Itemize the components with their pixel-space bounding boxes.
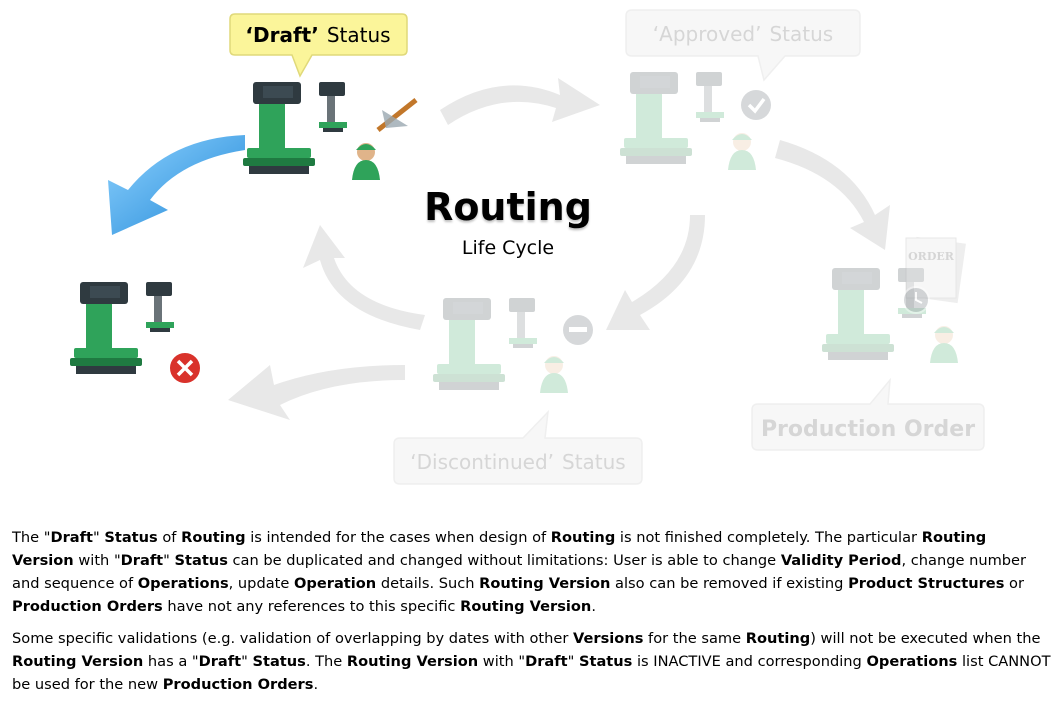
discontinued-status-rest: Status (562, 450, 626, 474)
arrow-draft-to-deleted (108, 135, 245, 235)
production-order-callout: Production Order (751, 377, 985, 451)
arrow-discontinued-to-deleted (228, 365, 405, 420)
description-text: The "Draft" Status of Routing is intende… (12, 526, 1052, 705)
draft-machines-icon (243, 82, 347, 174)
paragraph-validations: Some specific validations (e.g. validati… (12, 630, 1051, 693)
svg-text:ORDER: ORDER (908, 250, 955, 263)
checkmark-badge-icon (741, 90, 771, 120)
paragraph-draft-status: The "Draft" Status of Routing is intende… (12, 529, 1027, 615)
arrow-approved-to-production (775, 140, 890, 250)
approved-status-callout: ‘Approved’ Status (625, 9, 861, 82)
worker-icon (930, 326, 958, 363)
draft-status-quoted: ‘Draft’ (245, 23, 318, 47)
diagram-title: Routing (424, 185, 592, 229)
svg-text:‘Discontinued’Status: ‘Discontinued’ Status (410, 450, 625, 474)
discontinued-machines-icon (433, 298, 537, 390)
discontinued-status-quoted: ‘Discontinued’ (410, 450, 554, 474)
approved-status-quoted: ‘Approved’ (653, 22, 762, 46)
arrow-draft-to-approved (440, 78, 600, 125)
arrow-approved-to-discontinued (606, 215, 705, 330)
worker-icon (540, 356, 568, 393)
svg-text:‘Approved’Status: ‘Approved’ Status (653, 22, 833, 46)
svg-text:‘Draft’Status: ‘Draft’ Status (245, 23, 390, 47)
discontinued-status-callout: ‘Discontinued’ Status (393, 409, 643, 485)
deleted-machines-icon (70, 282, 174, 374)
worker-icon (728, 133, 756, 170)
draft-status-callout: ‘Draft’ Status (229, 13, 408, 78)
draft-status-rest: Status (327, 23, 391, 47)
design-tools-icon (376, 98, 418, 132)
minus-badge-icon (563, 315, 593, 345)
arrow-discontinued-to-draft (303, 225, 425, 330)
approved-status-rest: Status (769, 22, 833, 46)
order-document-icon: ORDER (905, 236, 966, 304)
approved-machines-icon (620, 72, 724, 164)
worker-icon (352, 143, 380, 180)
production-order-label: Production Order (761, 417, 975, 442)
delete-badge-icon (168, 351, 202, 385)
clock-icon (902, 286, 930, 314)
lifecycle-diagram: ORDER ‘Draft’ Status ‘Approved’ Status ‘Di… (70, 9, 985, 485)
diagram-subtitle: Life Cycle (461, 237, 555, 259)
